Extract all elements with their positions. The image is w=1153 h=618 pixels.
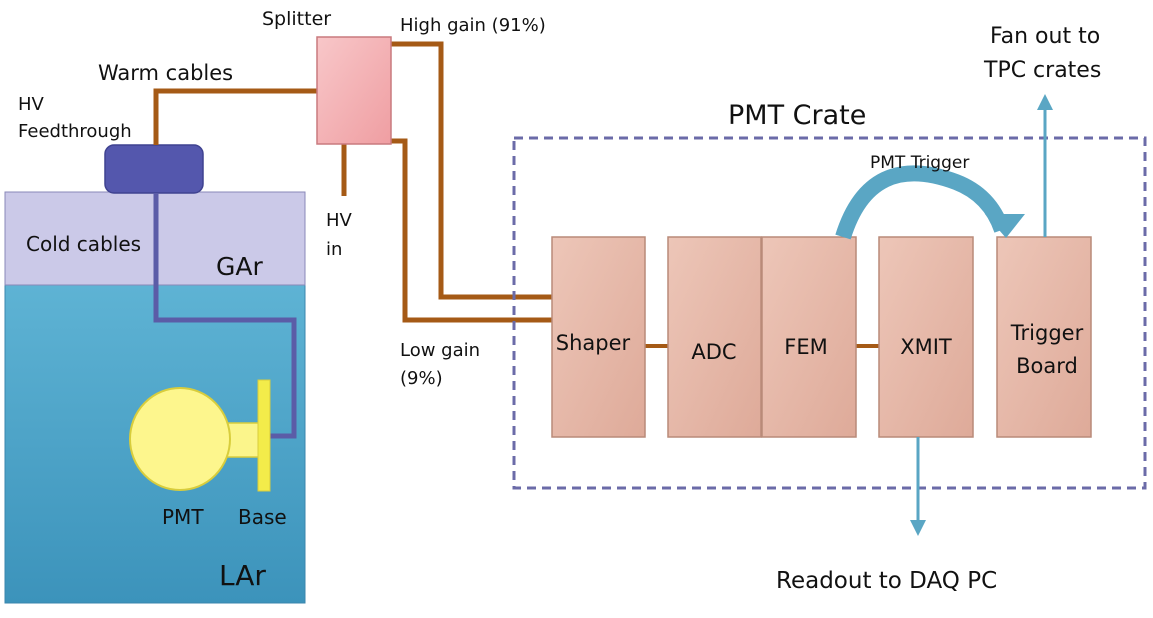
trigger-board-module [996,236,1092,438]
pmt-crate-border [512,136,1147,490]
low-gain-label-line1: Low gain [400,340,480,361]
adc-module [667,236,762,438]
xmit-label: XMIT [900,335,952,359]
hv-feedthrough-label-line1: HV [18,94,45,115]
hv-feedthrough [104,144,204,194]
base-label: Base [238,505,287,529]
warm-cable [153,88,318,145]
splitter-box [316,36,392,145]
fan-out-label-line2: TPC crates [983,58,1101,83]
shaper-label: Shaper [556,331,631,355]
gar-label: GAr [216,252,263,281]
readout-arrowhead [910,520,926,536]
high-gain-label: High gain (91%) [400,15,546,36]
hv-feedthrough-label-line2: Feedthrough [18,121,132,142]
lar-label: LAr [219,559,266,592]
splitter-label: Splitter [262,8,331,30]
pmt-base [257,379,271,492]
adc-label: ADC [691,340,736,364]
pmt-bulb [129,387,231,491]
high-gain-cable [391,41,552,300]
shaper-module [551,236,646,438]
xmit-module [878,236,974,438]
pmt-label: PMT [162,505,204,529]
low-gain-label-line2: (9%) [400,368,443,389]
fan-out-arrowhead [1037,94,1053,110]
fan-out-label-line1: Fan out to [990,24,1100,49]
low-gain-cable [391,138,552,323]
pmt-trigger-label: PMT Trigger [870,153,969,173]
hv-in-label-line2: in [326,239,342,260]
cold-cables-label: Cold cables [26,232,141,256]
pmt-trigger-arrowhead [985,214,1025,238]
trigger-board-label-line1: Trigger [1010,321,1084,345]
fem-label: FEM [784,335,827,359]
hv-in-label-line1: HV [326,210,353,231]
trigger-board-label-line2: Board [1016,354,1078,378]
fem-module [761,236,857,438]
pmt-crate-label: PMT Crate [728,100,866,131]
readout-label: Readout to DAQ PC [776,568,997,594]
warm-cables-label: Warm cables [98,61,233,85]
cold-cable [153,193,297,439]
pmt-trigger-arrow [835,165,1010,240]
